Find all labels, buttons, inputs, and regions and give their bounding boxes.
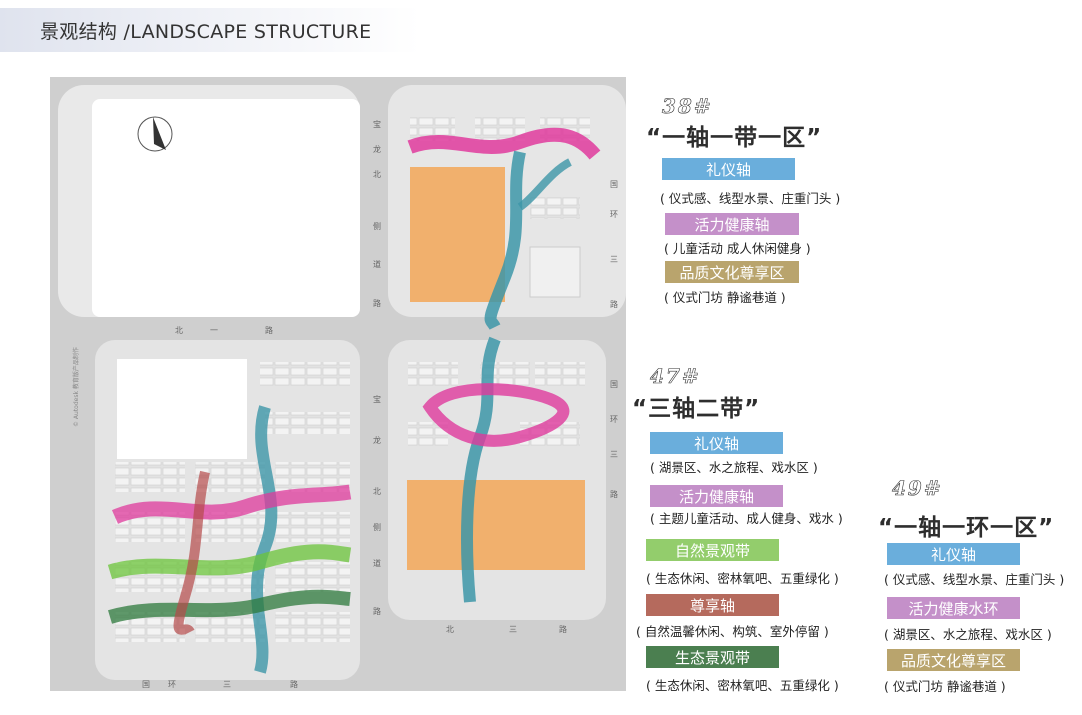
road-label-char: 北 [373,487,381,496]
tag-vitality-axis: 活力健康轴 [665,213,799,235]
watermark: © Autodesk 教育版产品制作 [72,347,80,427]
road-label-char: 北 [373,170,381,179]
group-number: 47# [650,364,701,389]
road-label-char: 环 [168,680,176,689]
road-label-char: 宝 [373,394,381,404]
tag-ceremonial-axis: 礼仪轴 [650,432,783,454]
group-number: 38# [662,94,713,119]
road-label-char: 路 [610,299,618,309]
premium-axis-49 [173,470,210,636]
road-label-char: 宝 [373,119,381,129]
natural-belt-49 [107,544,352,580]
group-title: “三轴二带” [632,396,761,422]
tag-culture-zone: 品质文化尊享区 [887,649,1020,671]
road-label-char: 国 [610,380,618,389]
tag-desc: ( 仪式感、线型水景、庄重门头 ) [660,191,841,206]
group-number: 49# [892,476,943,501]
ceremonial-axis-38-branch [517,158,572,211]
road-label-char: 环 [610,415,618,424]
tag-desc: ( 生态休闲、密林氧吧、五重绿化 ) [646,678,839,693]
road-label-char: 侧 [373,522,381,532]
vitality-ring-47 [422,383,570,447]
road-labels: 宝 龙 北 侧 道 路 北 一 路 宝 龙 北 侧 道 路 国 环 三 路 北 … [142,119,618,689]
road-label-char: 龙 [373,144,381,154]
tag-desc: ( 仪式门坊 静谧巷道 ) [664,290,786,305]
road-label-char: 北 [175,326,183,335]
road-label-char: 三 [509,625,517,634]
group-title: “一轴一环一区” [878,515,1055,541]
page-title: 景观结构 /LANDSCAPE STRUCTURE [40,21,372,43]
tag-desc: ( 仪式感、线型水景、庄重门头 ) [884,572,1065,587]
road-label-char: 一 [210,326,218,335]
road-label-char: 路 [373,606,381,616]
tag-ceremonial-axis: 礼仪轴 [887,543,1020,565]
road-label-char: 三 [610,450,618,459]
group-title: “一轴一带一区” [646,125,823,151]
culture-zone-47 [407,480,585,570]
vitality-axis-38 [407,127,601,160]
road-label-char: 三 [223,680,231,689]
compass-icon [137,116,173,152]
tag-desc: ( 湖景区、水之旅程、戏水区 ) [884,627,1052,642]
road-label-char: 路 [265,325,273,335]
road-label-char: 北 [446,625,454,634]
road-label-char: 环 [610,210,618,219]
ceremonial-axis-38 [484,150,526,331]
tag-desc: ( 儿童活动 成人休闲健身 ) [664,241,811,256]
road-label-char: 侧 [373,221,381,231]
tag-ceremonial-axis: 礼仪轴 [662,158,795,180]
vitality-axis-49 [111,484,352,524]
road-label-char: 三 [610,255,618,264]
tag-eco-belt: 生态景观带 [646,646,779,668]
road-label-char: 国 [610,180,618,189]
ceremonial-axis-49 [251,405,278,674]
plot-49-empty [117,359,247,459]
road-label-char: 国 [142,680,150,689]
tag-premium-axis: 尊享轴 [646,594,779,616]
site-plan-map: 宝 龙 北 侧 道 路 北 一 路 宝 龙 北 侧 道 路 国 环 三 路 北 … [50,77,626,691]
road-label-char: 路 [559,624,567,634]
plot-top-left-empty [92,99,360,317]
tag-vitality-water-ring: 活力健康水环 [887,597,1020,619]
tag-vitality-axis: 活力健康轴 [650,485,783,507]
culture-zone-38 [410,167,505,302]
road-label-char: 路 [610,489,618,499]
road-label-char: 龙 [373,435,381,445]
tag-natural-belt: 自然景观带 [646,539,779,561]
tag-desc: ( 仪式门坊 静谧巷道 ) [884,679,1006,694]
road-label-char: 路 [373,298,381,308]
tag-culture-zone: 品质文化尊享区 [665,261,799,283]
road-label-char: 路 [290,679,298,689]
road-label-char: 道 [373,558,381,568]
road-label-char: 道 [373,259,381,269]
tag-desc: ( 生态休闲、密林氧吧、五重绿化 ) [646,571,839,586]
eco-belt-49 [107,589,351,624]
buildings-38 [410,117,590,298]
header-band [0,8,420,52]
tag-desc: ( 湖景区、水之旅程、戏水区 ) [650,460,818,475]
tag-desc: ( 主题儿童活动、成人健身、戏水 ) [650,511,843,526]
tag-desc: ( 自然温馨休闲、构筑、室外停留 ) [636,624,829,639]
